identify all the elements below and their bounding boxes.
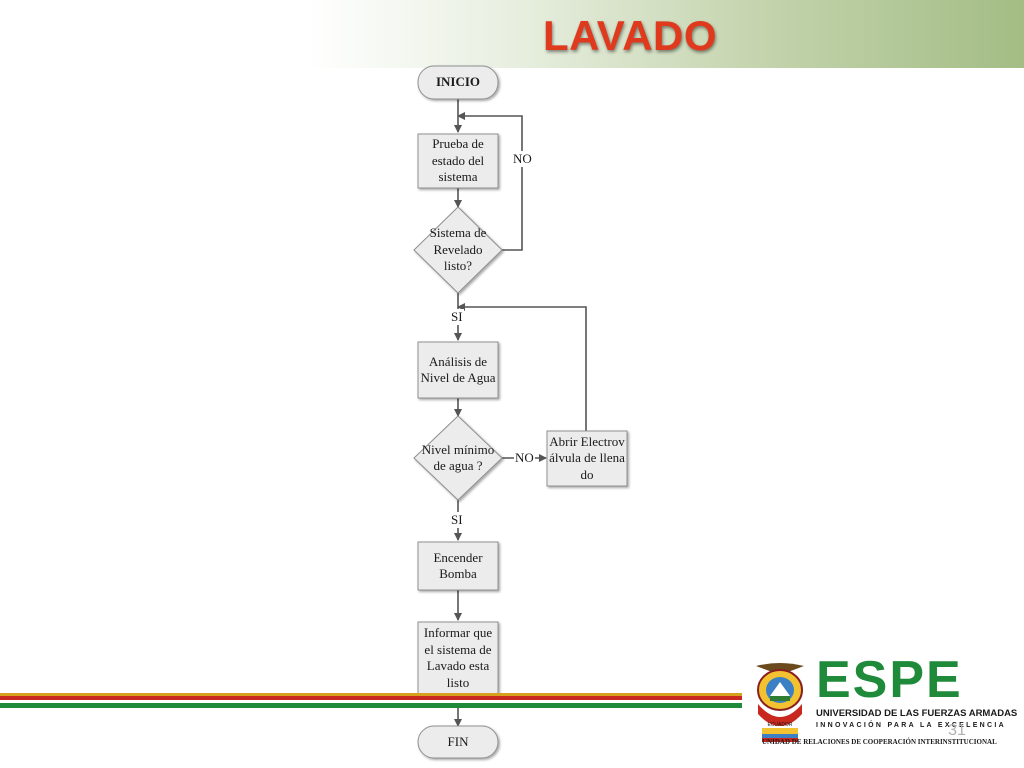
node-informar-shape: [417, 621, 499, 695]
page-number: 31: [948, 722, 966, 739]
node-analisis-shape: [417, 341, 499, 399]
node-abrir-shape: [546, 430, 628, 487]
stripe-white: [0, 700, 760, 703]
edge-label-si-2: SI: [450, 512, 464, 528]
crest-icon: ECUADOR: [756, 663, 804, 742]
node-prueba-shape: [417, 133, 499, 189]
espe-logo: ECUADOR ESPE UNIVERSIDAD DE LAS FUERZAS …: [742, 651, 1018, 750]
stripe-green: [0, 703, 760, 708]
edge-label-no-1: NO: [512, 151, 533, 167]
stripe-red: [0, 696, 760, 700]
header-band: [0, 0, 1024, 68]
espe-tagline: INNOVACIÓN PARA LA EXCELENCIA: [816, 722, 1006, 729]
stripe-gold: [0, 693, 760, 696]
node-inicio-shape: [417, 65, 499, 100]
node-nivel-minimo-shape: [413, 415, 503, 501]
espe-brand: ESPE: [816, 651, 963, 709]
espe-unit-name: UNIDAD DE RELACIONES DE COOPERACIÓN INTE…: [762, 738, 997, 746]
node-encender-shape: [417, 541, 499, 591]
crest-text: ECUADOR: [767, 722, 792, 728]
slide-title: LAVADO: [542, 12, 718, 59]
edge-label-no-2: NO: [514, 450, 535, 466]
edge-label-si-1: SI: [450, 309, 464, 325]
espe-university-name: UNIVERSIDAD DE LAS FUERZAS ARMADAS: [816, 708, 1018, 719]
node-sistema-listo-shape: [413, 206, 503, 294]
edge-decision1-no-loop: [457, 112, 523, 251]
node-fin-shape: [417, 725, 499, 759]
edge-abrir-loop: [457, 303, 587, 431]
footer-stripes: [0, 693, 760, 709]
